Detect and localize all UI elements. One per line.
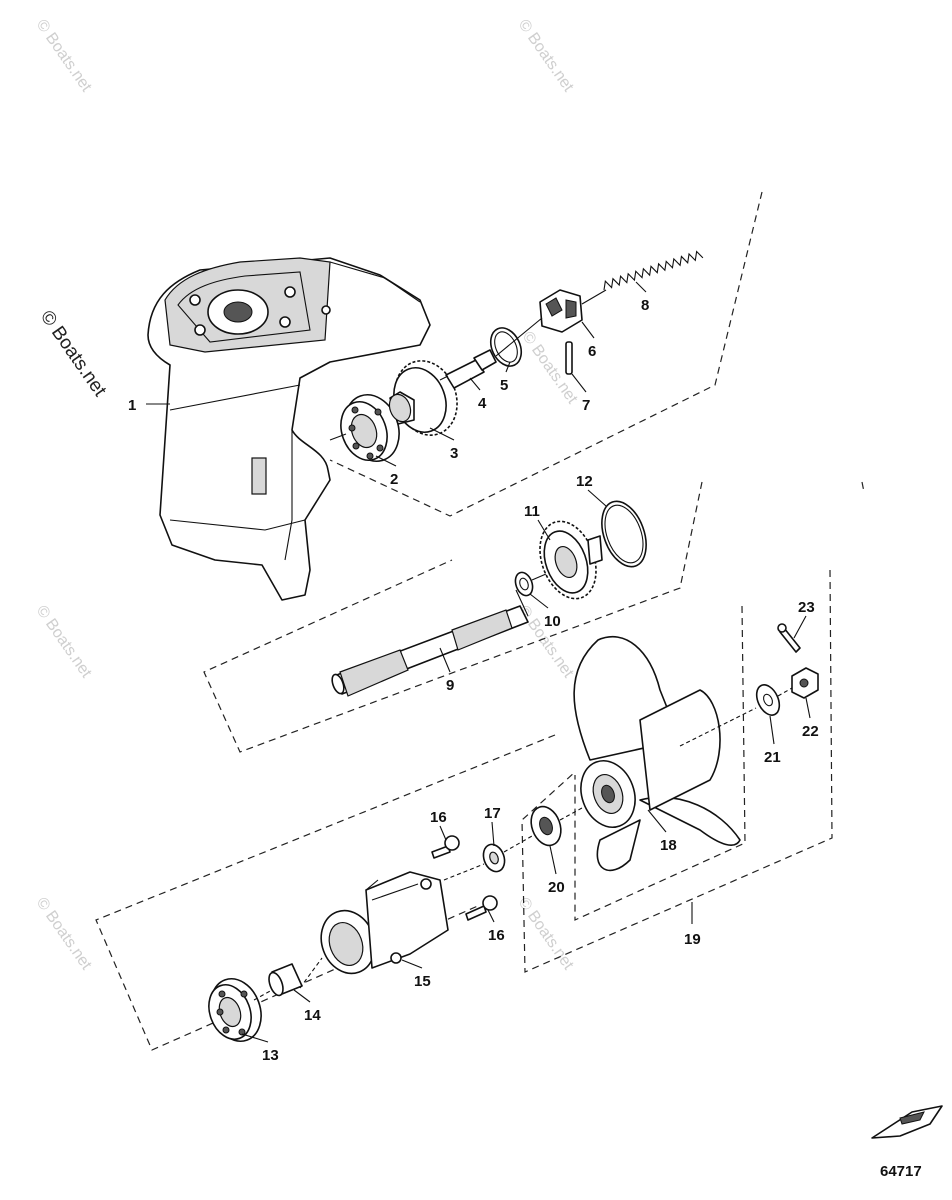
spacer-17: [482, 843, 506, 873]
outline-prop-hardware-group: [574, 605, 746, 921]
callout-9: 9: [446, 677, 454, 694]
cross-pin-7: [565, 341, 573, 375]
callout-8: 8: [641, 297, 649, 314]
callout-14: 14: [304, 1007, 321, 1024]
callout-4: 4: [478, 395, 487, 412]
callout-1: 1: [128, 397, 136, 414]
thrust-hub-20: [530, 805, 562, 847]
watermark-left-mid: © Boats.net: [33, 603, 95, 682]
outline-carrier-group: [95, 734, 556, 1051]
callout-23: 23: [798, 599, 815, 616]
callout-15: 15: [414, 973, 431, 990]
callout-12: 12: [576, 473, 593, 490]
callout-11: 11: [524, 503, 540, 520]
callout-6: 6: [588, 343, 596, 360]
cotter-pin-23: [777, 623, 801, 653]
callout-5: 5: [500, 377, 508, 394]
group-outlines: [95, 191, 865, 1051]
center-lines: [253, 289, 793, 1001]
washer-21: [755, 684, 781, 716]
callout-2: 2: [390, 471, 398, 488]
callout-10: 10: [544, 613, 561, 630]
outline-upper-gear-group: [329, 191, 763, 517]
outline-pinion-group: [203, 481, 703, 753]
bushing-14: [268, 963, 303, 997]
watermark-side-label: © Boats.net: [36, 307, 111, 401]
retainer-ring-5: [489, 327, 523, 367]
watermark-top-center: © Boats.net: [515, 17, 577, 96]
callout-21: 21: [764, 749, 781, 766]
callout-16-lower: 16: [488, 927, 505, 944]
watermark-top-left: © Boats.net: [33, 17, 95, 96]
callout-18: 18: [660, 837, 677, 854]
leader-lines: [146, 281, 811, 1043]
propeller-18: [573, 635, 741, 872]
figure-number: 64717: [880, 1163, 922, 1180]
callout-7: 7: [582, 397, 590, 414]
cam-follower-4: [445, 349, 497, 389]
callout-16-upper: 16: [430, 809, 447, 826]
bearing-carrier-15: [320, 871, 449, 975]
spring-8: [603, 250, 704, 291]
o-ring-12: [601, 500, 647, 568]
callout-numbers: 1 2 3 4 5 6 7 8 9 10 11 12 13 14 15 16 1…: [128, 297, 819, 1064]
outline-lower-group: [521, 569, 833, 973]
callout-17: 17: [484, 805, 501, 822]
callout-22: 22: [802, 723, 819, 740]
clutch-6: [539, 289, 583, 333]
bearing-2: [340, 394, 400, 462]
bearing-13: [208, 978, 262, 1042]
bolt-16-upper: [431, 835, 460, 859]
reverse-gear-11: [539, 520, 603, 600]
nut-22: [791, 667, 819, 699]
propeller-shaft-9: [331, 605, 529, 697]
gearcase-housing: [147, 257, 431, 601]
bolt-16-lower: [465, 895, 498, 921]
washer-10: [514, 571, 534, 597]
outline-short-tick: [861, 481, 865, 493]
watermark-left-bottom: © Boats.net: [33, 895, 95, 974]
callout-19: 19: [684, 931, 701, 948]
boat-icon: [871, 1105, 943, 1139]
callout-20: 20: [548, 879, 565, 896]
callout-3: 3: [450, 445, 458, 462]
callout-13: 13: [262, 1047, 279, 1064]
